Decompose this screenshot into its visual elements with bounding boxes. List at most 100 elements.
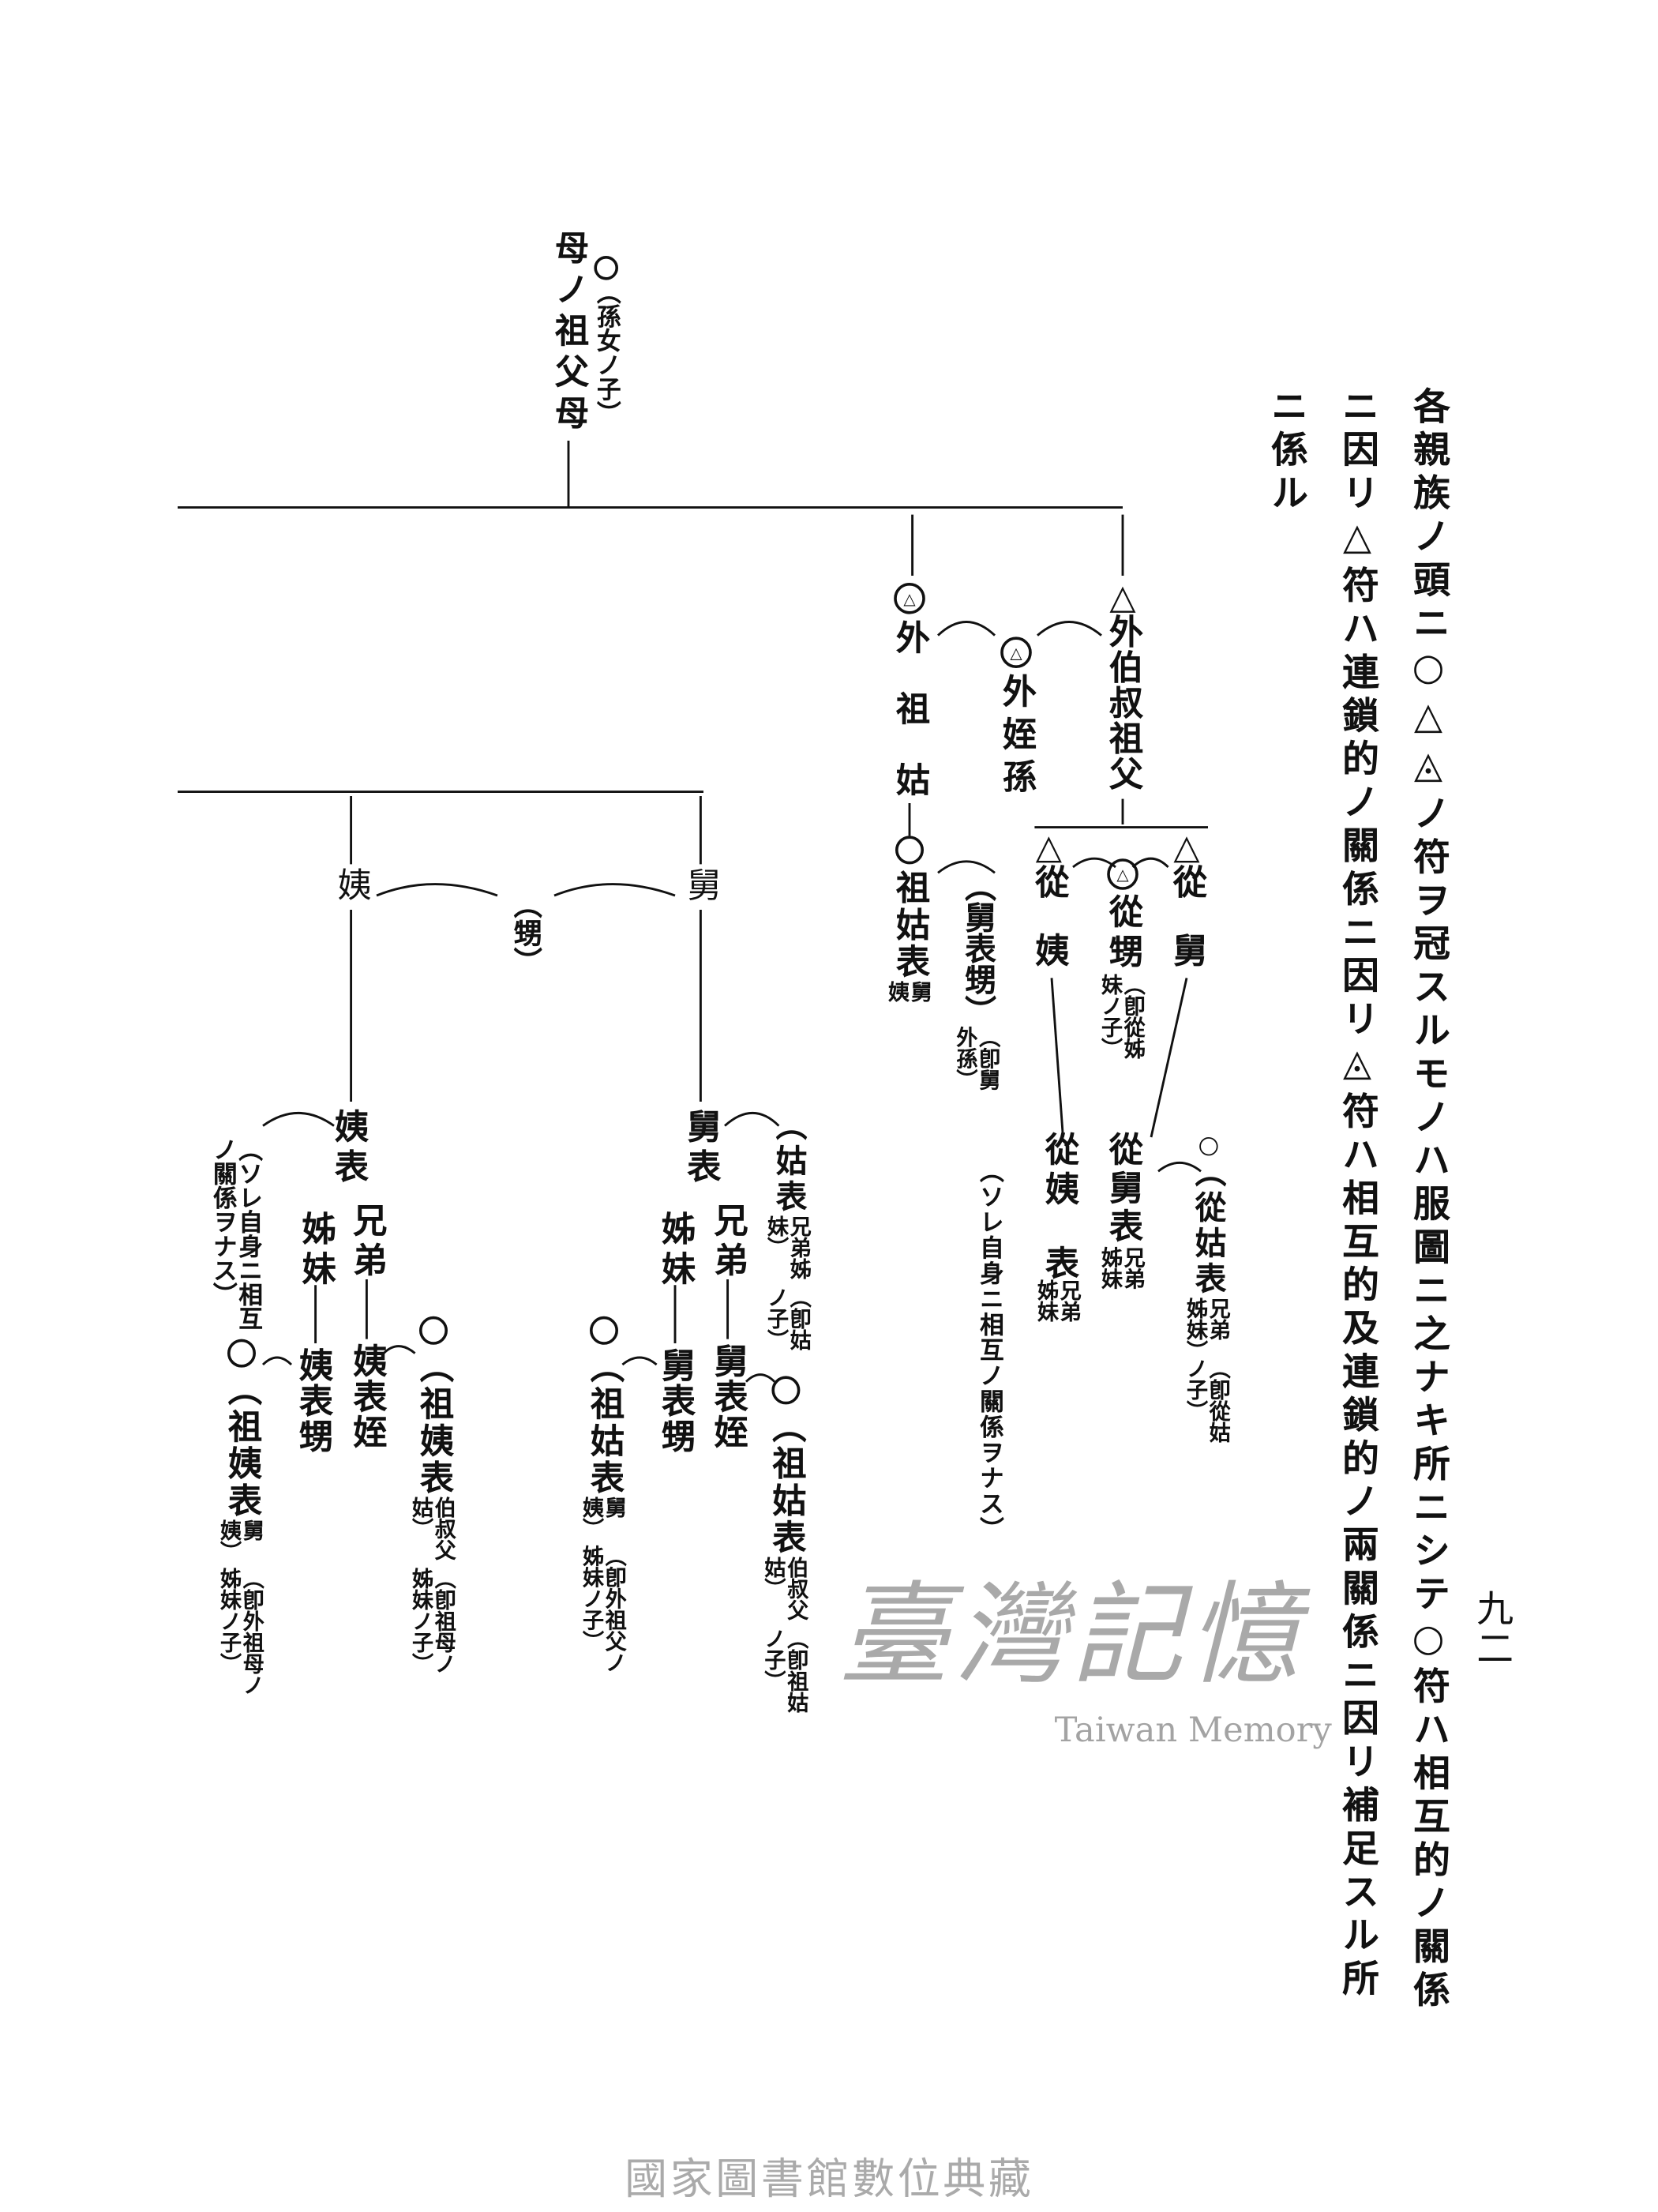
node-wai-zu-gu: △ 外祖姑: [858, 583, 961, 833]
node-cong-jiu-biao: 從舅表 兄弟姊妹: [1071, 1132, 1174, 1294]
sub-label: 伯叔父姑）: [761, 1557, 810, 1621]
note: （卽姑ノ子）: [764, 1286, 813, 1350]
node-yi-biao: 姨表: [328, 1109, 369, 1189]
arc: [745, 1373, 776, 1383]
self-relation-note-2: （ソレ自身ニ相互ノ關係ヲナス）: [207, 1137, 262, 1331]
arc: [621, 1356, 658, 1366]
node-wai-bo-shu-zu-fu: △ 外伯叔祖父: [1037, 580, 1208, 791]
watermark-logo: 臺灣記憶: [838, 1572, 1305, 1700]
note: （卽舅外孫）: [953, 1026, 1002, 1091]
sub-label: 舅姨: [885, 981, 934, 1002]
legend-line-3: ニ係ル: [1265, 386, 1307, 517]
node-sheng: （甥）: [508, 889, 543, 975]
circle-icon: [1198, 1137, 1217, 1156]
node-cong-jiu: △ 從舅: [1153, 830, 1221, 1001]
arc: [376, 883, 498, 897]
circled-triangle-icon: △: [894, 583, 925, 614]
label: 從舅表: [1102, 1131, 1144, 1247]
node-zi-mei: 姊妹: [295, 1211, 337, 1291]
node-yi-biao-zhi: 姨表姪: [347, 1343, 388, 1450]
node-yi: 姨: [331, 867, 371, 902]
node-jiu-biao-zhi: 舅表姪: [707, 1343, 749, 1450]
label: 從姨: [1029, 864, 1071, 1001]
node-cong-yi: △ 從姨: [1015, 830, 1082, 1001]
label: （從姑表: [1189, 1155, 1227, 1298]
label: （祖姑表: [583, 1349, 625, 1497]
label: 從舅: [1166, 864, 1208, 1001]
label: 外伯叔祖父: [1102, 614, 1144, 792]
node-root-note: （孫女ノ子）: [572, 256, 640, 425]
circle-icon: [593, 256, 618, 280]
node-root: 母ノ祖父母: [548, 230, 590, 437]
node-zi-mei-2: 姊妹: [655, 1211, 696, 1291]
node-xiong-di: 兄弟: [347, 1202, 388, 1283]
circle-icon: [419, 1316, 448, 1345]
label: （祖姨表: [221, 1372, 263, 1520]
circled-triangle-icon: △: [1107, 858, 1138, 890]
circle-icon: [895, 836, 924, 865]
arc: [1131, 857, 1169, 869]
sub-label: 兄弟姊妹: [1098, 1246, 1147, 1290]
circle-icon: [771, 1376, 801, 1405]
sub-label: 兄弟姊妹）: [1183, 1298, 1232, 1362]
triangle-icon: △: [1035, 827, 1063, 867]
circle-icon: [227, 1339, 256, 1368]
arc: [261, 1356, 293, 1366]
sub-label: 舅姨）: [217, 1519, 266, 1563]
page-number: 九二: [1470, 1589, 1514, 1669]
root-note: （孫女ノ子）: [591, 280, 620, 426]
node-xiong-di-2: 兄弟: [707, 1202, 749, 1283]
label: （舅表甥）: [959, 869, 996, 1027]
node-cong-sheng: △ 從甥 （卽從姊妹ノ子）: [1089, 858, 1157, 1068]
arc: [382, 1345, 416, 1354]
footer-credit: 國家圖書館數位典藏: [625, 2154, 1034, 2205]
legend-line-2: ニ因リ△符ハ連鎖的ノ關係ニ因リ◬符ハ相互的及連鎖的ノ兩關係ニ因リ補足スル所: [1336, 386, 1379, 2003]
note: （卽從姑ノ子）: [1183, 1358, 1232, 1443]
note: （卽祖母ノ姊妹ノ子）: [409, 1568, 458, 1675]
circled-triangle-icon: △: [1000, 637, 1032, 668]
node-jiu: 舅: [681, 867, 721, 902]
node-jiu-biao-sheng-2: 舅表甥: [655, 1347, 696, 1455]
sub-label: 兄弟姊妹）: [764, 1215, 813, 1279]
node-zu-yi-biao-bo-shu: （祖姨表 伯叔父姑） （卽祖母ノ姊妹ノ子）: [399, 1316, 467, 1684]
label: 外姪孫: [996, 674, 1037, 802]
arc: [553, 883, 676, 897]
node-zu-yi-biao-jiu-yi: （祖姨表 舅姨） （卽外祖母ノ姊妹ノ子）: [208, 1339, 276, 1707]
arc: [937, 860, 996, 874]
node-zu-gu-biao: 祖姑表 舅姨: [858, 836, 961, 1005]
arc: [262, 1112, 335, 1127]
node-zu-gu-biao-bo-shu: （祖姑表 伯叔父姑） （卽祖姑ノ子）: [752, 1376, 820, 1721]
legend-line-1: 各親族ノ頭ニ○△◬ノ符ヲ冠スルモノハ服圖ニ之ナキ所ニシテ○符ハ相互的ノ關係: [1407, 386, 1450, 2014]
node-jiu-biao-sheng: （舅表甥） （卽舅外孫）: [931, 870, 1025, 1106]
arc: [1157, 1162, 1202, 1173]
self-relation-note: （ソレ自身ニ相互ノ關係ヲナス）: [973, 1159, 1003, 1542]
label: （祖姨表: [413, 1349, 455, 1497]
label: （祖姑表: [766, 1408, 808, 1557]
node-gu-biao: （姑表 兄弟姊妹） （卽姑ノ子）: [757, 1109, 820, 1358]
sub-label: 伯叔父姑）: [409, 1497, 458, 1561]
node-wai-zhi-sun: △ 外姪孫: [965, 637, 1067, 802]
node-cong-yi-biao: 從姨 表 兄弟姊妹: [1025, 1132, 1093, 1327]
arc: [724, 1111, 780, 1127]
label: （姑表: [770, 1109, 808, 1215]
sub-label: 舅姨）: [580, 1497, 628, 1540]
node-cong-gu-biao: （從姑表 兄弟姊妹） （卽從姑ノ子）: [1176, 1137, 1239, 1452]
label: 外祖姑: [889, 619, 931, 833]
watermark-latin: Taiwan Memory: [1054, 1710, 1332, 1750]
arc: [1037, 621, 1102, 637]
triangle-icon: △: [1173, 827, 1200, 867]
label: 表: [1038, 1245, 1080, 1279]
arc: [937, 621, 996, 637]
label: 祖姑表: [889, 869, 931, 981]
line: [1150, 978, 1188, 1138]
node-yi-biao-sheng: 姨表甥: [292, 1347, 334, 1455]
label: 從甥: [1102, 894, 1144, 974]
note: （卽從姊妹ノ子）: [1098, 974, 1147, 1059]
note: （卽外祖父ノ姊妹ノ子）: [580, 1545, 628, 1673]
circle-icon: [590, 1316, 618, 1345]
triangle-icon: △: [1109, 576, 1136, 618]
note: （卽祖姑ノ子）: [761, 1628, 810, 1713]
label: 從姨: [1038, 1131, 1080, 1211]
node-zu-gu-biao-jiu-yi: （祖姑表 舅姨） （卽外祖父ノ姊妹ノ子）: [570, 1316, 638, 1684]
